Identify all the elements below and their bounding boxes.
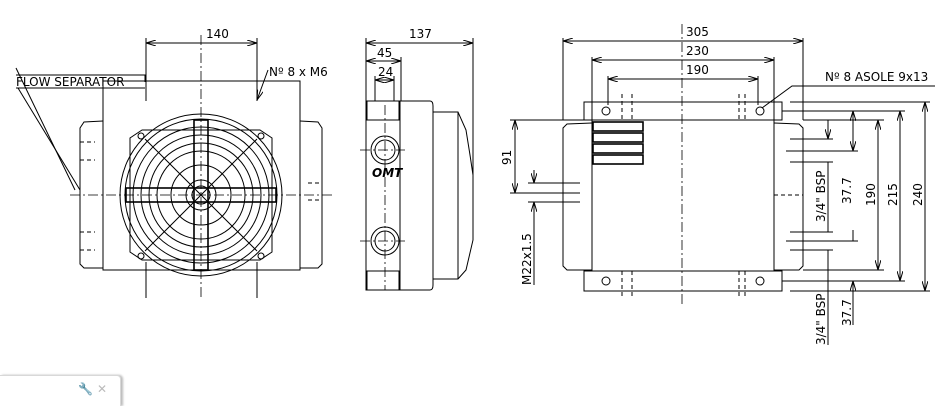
toolbar-widget: 🔧 ✕ xyxy=(0,375,121,406)
wrench-icon[interactable]: 🔧 xyxy=(78,382,93,396)
dim-24: 24 xyxy=(378,65,393,79)
bolts-label: Nº 8 x M6 xyxy=(269,65,328,79)
front-view: 140 FLOW SEPARATOR Nº 8 x M6 xyxy=(15,27,335,298)
close-icon[interactable]: ✕ xyxy=(97,382,108,396)
omt-logo: OMT xyxy=(372,166,403,180)
fan-guard xyxy=(119,113,283,277)
dim-45: 45 xyxy=(377,46,392,60)
dim-305: 305 xyxy=(686,25,709,39)
bsp-label-bottom: 3/4" BSP xyxy=(814,293,828,345)
slots-label: Nº 8 ASOLE 9x13 xyxy=(825,70,928,84)
top-view: 305 230 190 Nº 8 ASOLE 9x13 91 M22x1.5 xyxy=(500,24,935,345)
front-plate xyxy=(102,80,301,271)
side-view: OMT 137 45 24 xyxy=(360,27,474,291)
dim-37-7-top: 37.7 xyxy=(840,177,854,204)
dim-190: 190 xyxy=(686,63,709,77)
dim-140: 140 xyxy=(206,27,229,41)
dim-215: 215 xyxy=(886,183,900,206)
bsp-label-top: 3/4" BSP xyxy=(814,170,828,222)
m22-label: M22x1.5 xyxy=(520,233,534,285)
dim-37-7-bottom: 37.7 xyxy=(840,299,854,326)
left-tank xyxy=(79,120,104,269)
flow-separator-label: FLOW SEPARATOR xyxy=(16,75,124,89)
dim-91: 91 xyxy=(500,150,514,165)
dim-137: 137 xyxy=(409,27,432,41)
dim-190-vertical: 190 xyxy=(864,183,878,206)
fins xyxy=(592,121,644,165)
right-tank xyxy=(299,120,323,269)
dim-230: 230 xyxy=(686,44,709,58)
dim-240: 240 xyxy=(911,183,925,206)
